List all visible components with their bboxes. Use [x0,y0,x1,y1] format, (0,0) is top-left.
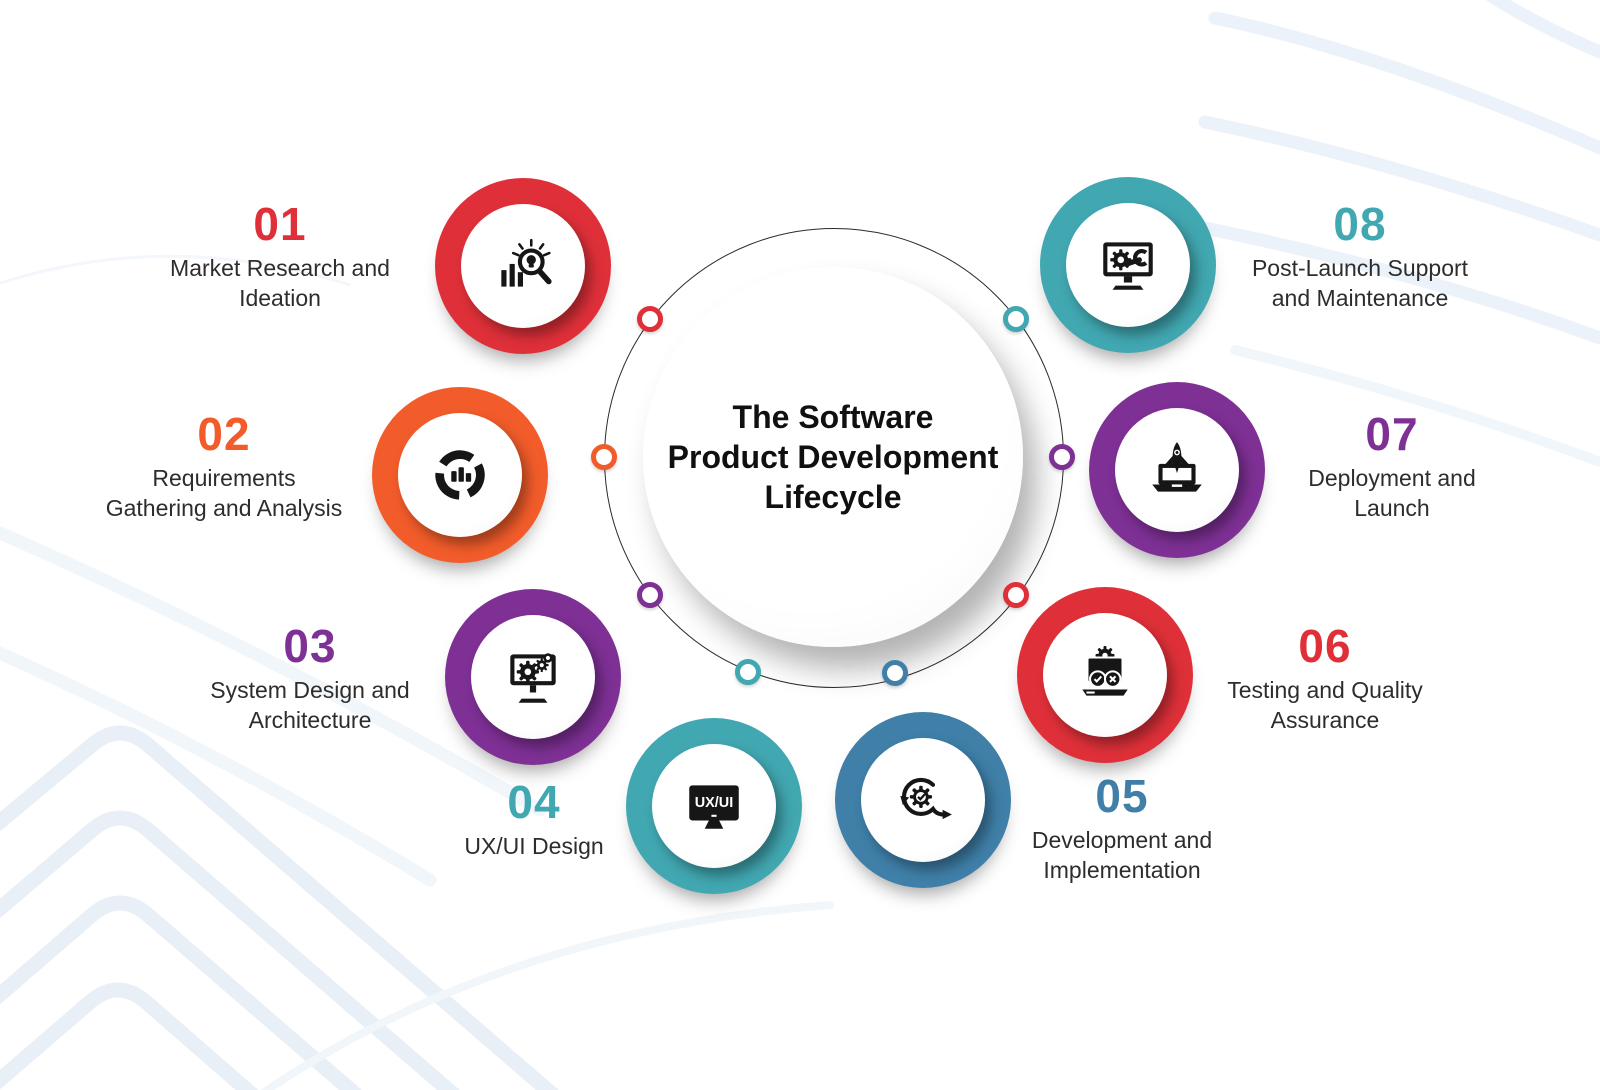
step-01-inner-circle [461,204,585,328]
hub-circle: The Software Product Development Lifecyc… [643,267,1023,647]
step-08-number: 08 [1333,198,1387,250]
step-04-text: 04 UX/UI Design [374,778,694,862]
step-02-number: 02 [197,408,251,460]
connector-ring-06 [1003,582,1029,608]
step-07-circle [1089,382,1265,558]
step-05-inner-circle [861,738,985,862]
step-06-circle [1017,587,1193,763]
market-research-icon [501,238,552,287]
step-03-inner-circle [471,615,595,739]
step-02-inner-circle [398,413,522,537]
step-06-number: 06 [1298,620,1352,672]
step-04-number: 04 [507,776,561,828]
requirements-analysis-icon [435,450,485,500]
step-05-number: 05 [1095,770,1149,822]
connector-ring-07 [1049,444,1075,470]
step-08-inner-circle [1066,203,1190,327]
step-07-number: 07 [1365,408,1419,460]
connector-ring-04 [735,659,761,685]
step-04-label: UX/UI Design [464,833,604,860]
step-03-number: 03 [283,620,337,672]
step-01-circle [435,178,611,354]
connector-ring-02 [591,444,617,470]
deployment-launch-icon [1152,442,1202,492]
step-08-circle [1040,177,1216,353]
step-02-circle [372,387,548,563]
step-07-inner-circle [1115,408,1239,532]
step-05-circle [835,712,1011,888]
uxui-monitor-label: UX/UI [695,795,733,811]
agile-development-icon [900,777,952,820]
step-04-inner-circle: UX/UI [652,744,776,868]
step-04-circle: UX/UI [626,718,802,894]
connector-ring-05 [882,660,908,686]
page-title: The Software Product Development Lifecyc… [667,398,999,516]
system-design-icon [510,653,556,703]
uxui-design-icon: UX/UI [689,785,739,829]
testing-qa-icon [1082,645,1128,696]
connector-ring-01 [637,306,663,332]
connector-ring-03 [637,582,663,608]
step-03-circle [445,589,621,765]
step-01-number: 01 [253,198,307,250]
support-maintenance-icon [1103,242,1153,290]
connector-ring-08 [1003,306,1029,332]
step-06-inner-circle [1043,613,1167,737]
